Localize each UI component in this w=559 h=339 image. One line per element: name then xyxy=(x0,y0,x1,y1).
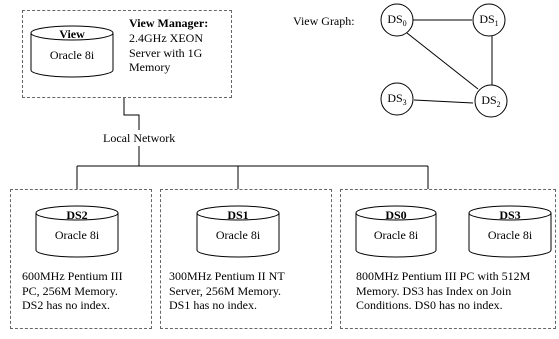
desc-line: DS1 has no index. xyxy=(169,298,257,312)
view-manager-heading: View Manager: xyxy=(129,16,209,30)
node-label-base: DS xyxy=(481,93,497,107)
node-label-sub: 1 xyxy=(494,19,499,28)
node-label-base: DS xyxy=(479,12,495,26)
ds2-db-name: Oracle 8i xyxy=(54,228,100,242)
desc-line: Server, 256M Memory. xyxy=(169,283,282,298)
ds1-desc: 300MHz Pentium II NT Server, 256M Memory… xyxy=(169,269,285,313)
node-label-base: DS xyxy=(387,91,403,105)
node-label-base: DS xyxy=(387,12,403,26)
cylinder-view xyxy=(30,25,114,78)
view-db-title: View xyxy=(59,27,85,41)
desc-line: 800MHz Pentium III PC with 512M xyxy=(356,269,531,283)
cylinder-ds2 xyxy=(35,205,119,258)
ds2-desc: 600MHz Pentium III PC, 256M Memory. DS2 … xyxy=(22,269,123,313)
node-ds2-label: DS2 xyxy=(475,93,507,112)
view-graph-edges xyxy=(406,19,493,104)
node-ds1-label: DS1 xyxy=(473,12,505,31)
node-ds1 xyxy=(472,3,506,37)
desc-line: Conditions. DS0 has no index. xyxy=(356,298,503,312)
ds1-db-name: Oracle 8i xyxy=(215,228,261,242)
ds0-ds3-desc: 800MHz Pentium III PC with 512M Memory. … xyxy=(356,269,530,313)
edge-ds3-ds2 xyxy=(413,99,474,104)
node-ds3 xyxy=(380,82,414,116)
ds1-db-title: DS1 xyxy=(227,208,249,222)
desc-line: DS2 has no index. xyxy=(22,298,110,312)
node-label-sub: 0 xyxy=(402,19,407,28)
cylinder-ds1 xyxy=(196,205,280,258)
node-ds2 xyxy=(474,84,508,118)
node-ds3-label: DS3 xyxy=(381,91,413,110)
ds2-db-title: DS2 xyxy=(66,208,88,222)
site-box-ds0-ds3 xyxy=(340,189,556,329)
network-label: Local Network xyxy=(103,131,176,145)
view-manager-box xyxy=(22,10,232,98)
view-graph-label: View Graph: xyxy=(293,14,355,28)
desc-line: Memory xyxy=(129,60,171,74)
node-label-sub: 2 xyxy=(496,100,501,109)
cylinder-ds0 xyxy=(355,205,437,258)
edge-ds0-ds2 xyxy=(406,32,479,90)
site-box-ds1 xyxy=(160,189,332,329)
node-label-sub: 3 xyxy=(402,98,407,107)
view-db-name: Oracle 8i xyxy=(49,48,95,62)
cylinder-ds3 xyxy=(468,205,552,258)
ds3-db-title: DS3 xyxy=(499,208,521,222)
ds3-db-name: Oracle 8i xyxy=(487,228,533,242)
ds0-db-name: Oracle 8i xyxy=(373,228,419,242)
desc-line: Memory. DS3 has Index on Join xyxy=(356,283,512,298)
desc-line: PC, 256M Memory. xyxy=(22,283,118,298)
desc-line: 300MHz Pentium II NT xyxy=(169,269,285,283)
desc-line: 2.4GHz XEON xyxy=(129,31,203,45)
desc-line: Server with 1G xyxy=(129,45,203,60)
view-manager-desc: 2.4GHz XEON Server with 1G Memory xyxy=(129,31,229,75)
view-manager-connector xyxy=(123,98,140,130)
desc-line: 600MHz Pentium III xyxy=(22,269,123,283)
network-lines xyxy=(76,98,429,189)
site-box-ds2 xyxy=(10,189,152,329)
node-ds0-label: DS0 xyxy=(381,12,413,31)
ds0-db-title: DS0 xyxy=(385,208,407,222)
node-ds0 xyxy=(380,3,414,37)
